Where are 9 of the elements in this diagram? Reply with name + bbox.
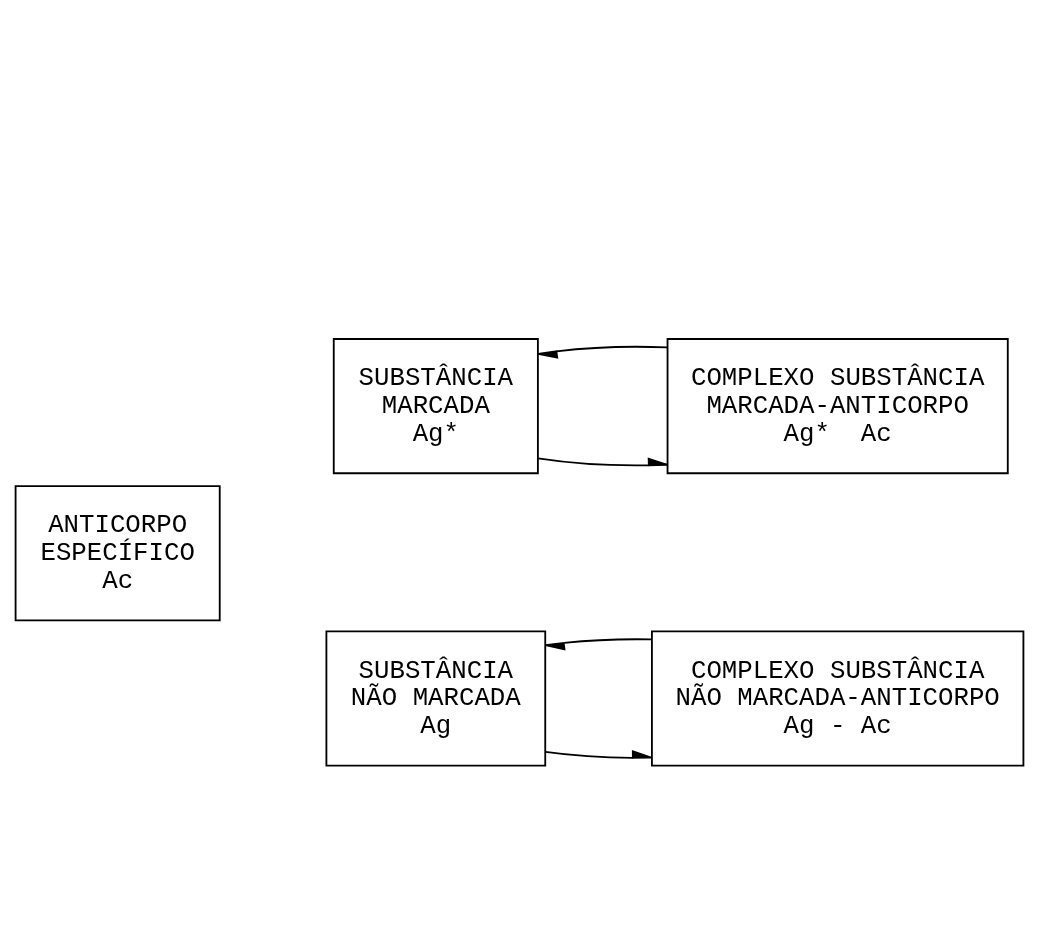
node-box: ANTICORPO ESPECÍFICO Ac bbox=[14, 485, 221, 622]
node-box: SUBSTÂNCIA NÃO MARCADA Ag bbox=[325, 630, 547, 767]
node-box: SUBSTÂNCIA MARCADA Ag* bbox=[332, 338, 539, 475]
node-box: COMPLEXO SUBSTÂNCIA NÃO MARCADA-ANTICORPO Ag - Ac bbox=[651, 630, 1025, 767]
arrow bbox=[544, 750, 653, 759]
node-box: COMPLEXO SUBSTÂNCIA MARCADA-ANTICORPO Ag* Ac bbox=[666, 338, 1009, 475]
arrow bbox=[537, 457, 669, 467]
arrow bbox=[537, 345, 669, 359]
arrow bbox=[544, 638, 653, 651]
